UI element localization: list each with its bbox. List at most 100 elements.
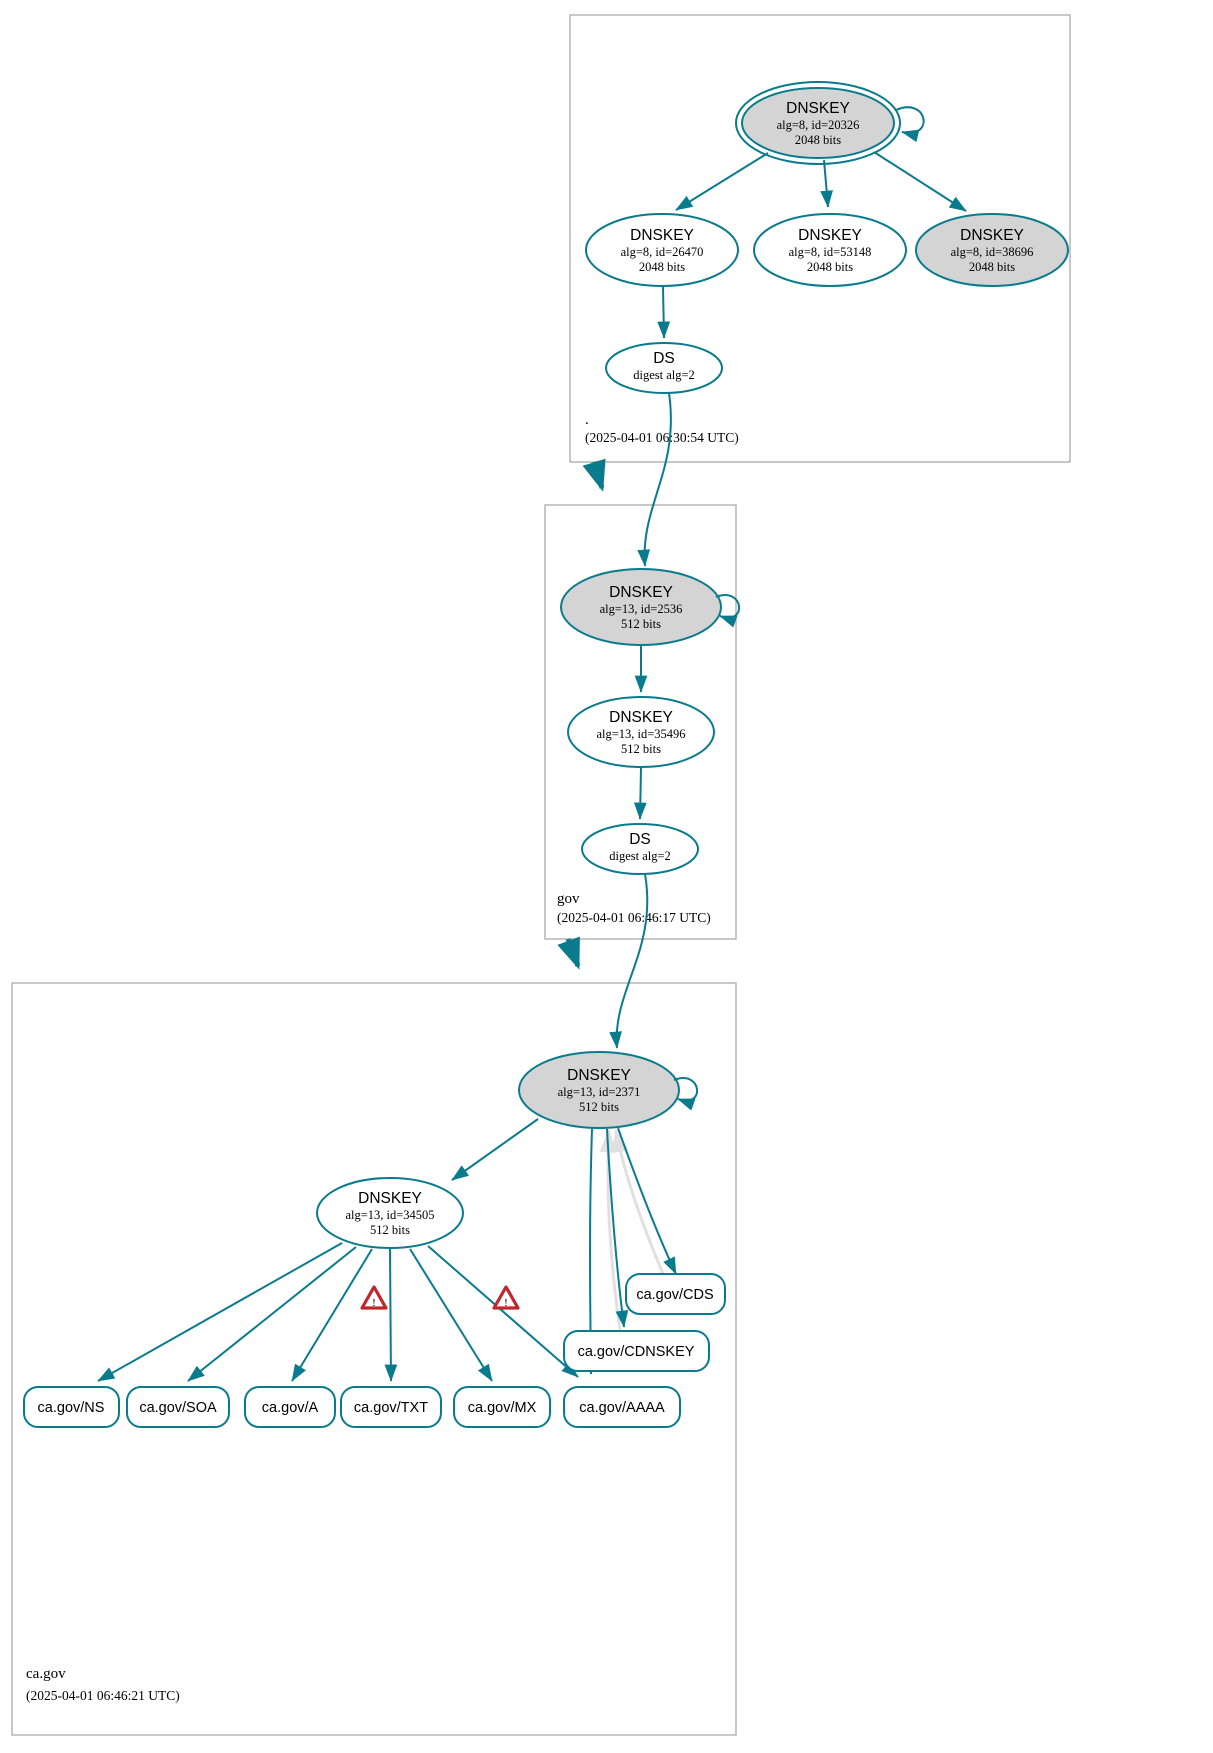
rrset-label: ca.gov/A: [262, 1400, 319, 1416]
edge-cagov-ksk-to-cds: [617, 1127, 677, 1275]
node-digest-alg: digest alg=2: [633, 368, 695, 382]
node-alg-id: alg=8, id=53148: [789, 245, 872, 259]
node-cagov-zsk-34505[interactable]: DNSKEY alg=13, id=34505 512 bits: [316, 1177, 464, 1249]
node-digest-alg: digest alg=2: [609, 849, 671, 863]
zone-cagov-border: [11, 982, 737, 1736]
node-alg-id: alg=13, id=34505: [345, 1208, 434, 1222]
dnskey-ellipse: [753, 213, 907, 287]
zone-label: gov: [557, 891, 580, 907]
node-alg-id: alg=13, id=35496: [596, 727, 685, 741]
rrset-box: [23, 1386, 120, 1428]
zone-root: DNSKEY alg=8, id=20326 2048 bits DNSKEY …: [569, 14, 1071, 463]
warning-triangle-icon: [360, 1285, 388, 1310]
rrset-box: [126, 1386, 230, 1428]
dnskey-ellipse: [585, 213, 739, 287]
node-title: DNSKEY: [567, 1067, 631, 1084]
edge-zsk-to-mx: [409, 1248, 493, 1382]
edge-root-ksk-to-zsk53148: [820, 159, 833, 208]
rrset-cagov-txt[interactable]: ca.gov/TXT: [340, 1386, 442, 1428]
node-title: DNSKEY: [609, 709, 673, 726]
edge-cagov-ksk-to-zsk: [451, 1118, 539, 1181]
rrset-cagov-aaaa[interactable]: ca.gov/AAAA: [563, 1386, 681, 1428]
node-title: DNSKEY: [786, 100, 850, 117]
ds-ellipse: [605, 342, 723, 394]
node-gov-zsk-35496[interactable]: DNSKEY alg=13, id=35496 512 bits: [567, 696, 715, 768]
node-bits: 2048 bits: [969, 260, 1015, 274]
node-bits: 2048 bits: [639, 260, 685, 274]
rrset-box: [244, 1386, 336, 1428]
self-sign-loop: [895, 106, 925, 143]
edge-zsk-to-aaaa: [427, 1245, 579, 1378]
node-root-ds[interactable]: DS digest alg=2: [605, 342, 723, 394]
rrset-cagov-soa[interactable]: ca.gov/SOA: [126, 1386, 230, 1428]
edge-root-ksk-to-zsk26470: [675, 152, 769, 211]
node-bits: 2048 bits: [795, 133, 841, 147]
rrset-label: ca.gov/NS: [38, 1400, 105, 1416]
node-alg-id: alg=8, id=38696: [951, 245, 1034, 259]
self-sign-loop: [673, 1077, 699, 1111]
edge-root-ds-to-gov-ksk: [637, 392, 672, 567]
rrset-box: [563, 1386, 681, 1428]
node-gov-ksk-2536[interactable]: DNSKEY alg=13, id=2536 512 bits: [560, 568, 741, 646]
node-alg-id: alg=13, id=2371: [558, 1085, 641, 1099]
node-gov-ds[interactable]: DS digest alg=2: [581, 823, 699, 875]
zone-timestamp: (2025-04-01 06:46:17 UTC): [557, 910, 711, 925]
dnskey-ellipse: [316, 1177, 464, 1249]
edge-zsk-to-a: [291, 1248, 373, 1382]
zone-timestamp: (2025-04-01 06:46:21 UTC): [26, 1688, 180, 1703]
node-title: DNSKEY: [798, 227, 862, 244]
rrset-cagov-mx[interactable]: ca.gov/MX: [453, 1386, 551, 1428]
node-title: DNSKEY: [358, 1190, 422, 1207]
rrset-cagov-ns[interactable]: ca.gov/NS: [23, 1386, 120, 1428]
edge-gov-zsk-to-ds: [633, 767, 647, 820]
node-root-ksk-38696[interactable]: DNSKEY alg=8, id=38696 2048 bits: [915, 213, 1069, 287]
rrset-label: ca.gov/CDS: [636, 1287, 713, 1303]
node-bits: 2048 bits: [807, 260, 853, 274]
dnskey-ellipse: [741, 87, 895, 159]
rrset-label: ca.gov/TXT: [354, 1400, 428, 1416]
warning-icon-txt[interactable]: !: [360, 1285, 388, 1310]
node-alg-id: alg=8, id=20326: [777, 118, 860, 132]
node-cagov-ksk-2371[interactable]: DNSKEY alg=13, id=2371 512 bits: [518, 1051, 699, 1129]
dnskey-ellipse: [567, 696, 715, 768]
edge-delegation-gov-to-cagov: [557, 936, 581, 970]
node-title: DNSKEY: [609, 584, 673, 601]
rrset-cagov-cdnskey[interactable]: ca.gov/CDNSKEY: [563, 1330, 710, 1372]
node-alg-id: alg=13, id=2536: [600, 602, 683, 616]
warning-icon-mx[interactable]: !: [492, 1285, 520, 1310]
dnskey-ellipse: [915, 213, 1069, 287]
edge-delegation-root-to-gov: [582, 458, 606, 492]
rrset-label: ca.gov/SOA: [139, 1400, 217, 1416]
warning-triangle-icon: [492, 1285, 520, 1310]
node-title: DS: [629, 831, 651, 848]
warning-glyph: !: [372, 1297, 376, 1309]
edge-zsk-to-soa: [187, 1246, 357, 1382]
rrset-label: ca.gov/MX: [468, 1400, 537, 1416]
edge-cds-to-ksk-grey: [611, 1128, 674, 1296]
rrset-cagov-cds[interactable]: ca.gov/CDS: [625, 1273, 726, 1315]
node-bits: 512 bits: [621, 742, 661, 756]
warning-glyph: !: [504, 1297, 508, 1309]
dnskey-ellipse: [560, 568, 722, 646]
edge-gov-ds-to-cagov-ksk: [609, 873, 649, 1049]
node-bits: 512 bits: [579, 1100, 619, 1114]
zone-gov-border: [544, 504, 737, 940]
node-title: DNSKEY: [960, 227, 1024, 244]
edge-zsk-to-ns: [97, 1242, 343, 1382]
rrset-box: [563, 1330, 710, 1372]
ds-ellipse: [581, 823, 699, 875]
dnskey-ellipse: [518, 1051, 680, 1129]
node-title: DNSKEY: [630, 227, 694, 244]
node-root-zsk-53148[interactable]: DNSKEY alg=8, id=53148 2048 bits: [753, 213, 907, 287]
zone-cagov: DNSKEY alg=13, id=2371 512 bits DNSKEY a…: [11, 873, 737, 1736]
node-root-zsk-26470[interactable]: DNSKEY alg=8, id=26470 2048 bits: [585, 213, 739, 287]
rrset-box: [340, 1386, 442, 1428]
zone-gov: DNSKEY alg=13, id=2536 512 bits DNSKEY a…: [544, 392, 741, 940]
rrset-cagov-a[interactable]: ca.gov/A: [244, 1386, 336, 1428]
node-root-ksk-20326[interactable]: DNSKEY alg=8, id=20326 2048 bits: [735, 81, 925, 165]
zone-timestamp: (2025-04-01 06:30:54 UTC): [585, 430, 739, 445]
zone-label: ca.gov: [26, 1666, 66, 1682]
edge-root-zsk26470-to-ds: [657, 286, 671, 339]
edge-zsk-to-txt: [384, 1248, 398, 1382]
